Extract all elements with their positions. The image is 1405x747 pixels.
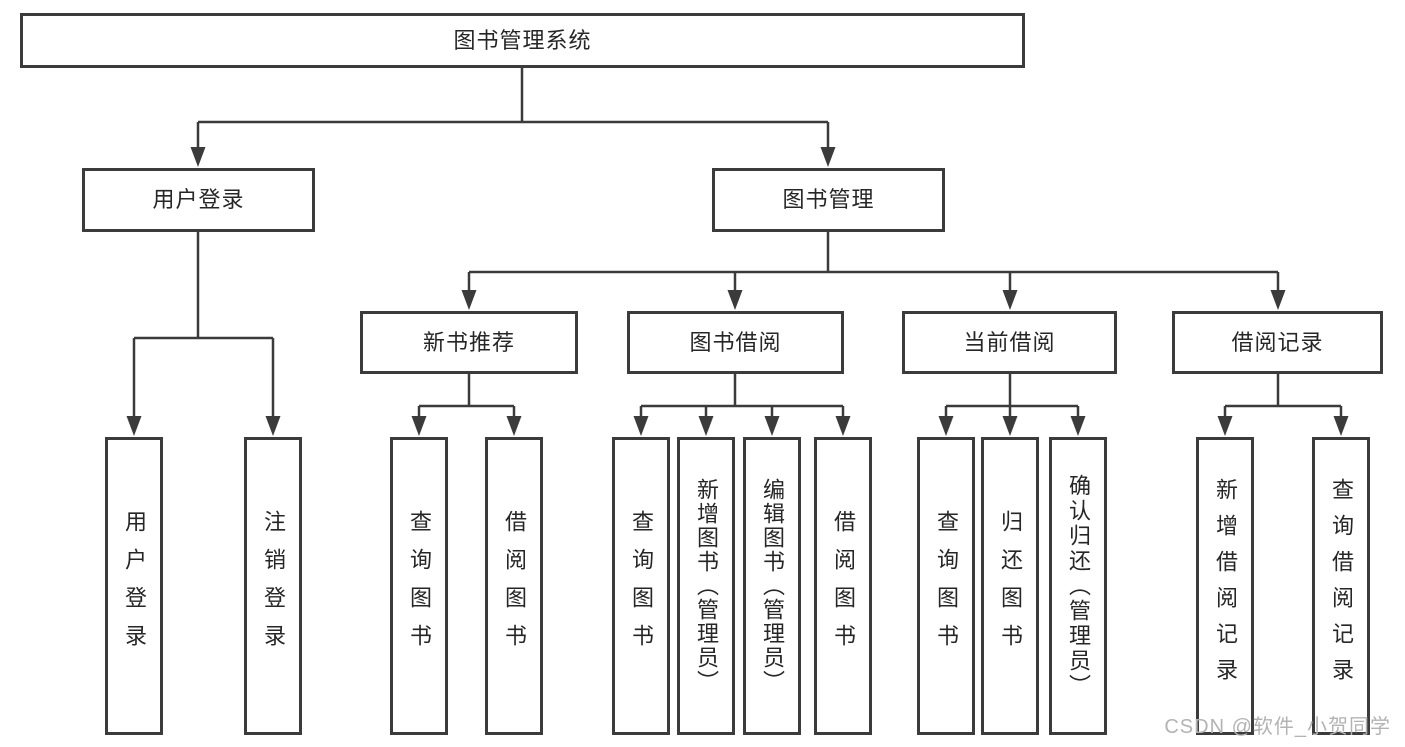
node-user-login-action: 用户登录 (105, 437, 163, 735)
node-label: 查询借阅记录 (1329, 478, 1354, 694)
node-logout-action: 注销登录 (244, 437, 302, 735)
node-add-borrow-record: 新增借阅记录 (1196, 437, 1254, 735)
node-label: 新增图书（管理员） (694, 478, 719, 694)
node-book-borrow: 图书借阅 (627, 311, 844, 374)
node-query-books-borrow: 查询图书 (612, 437, 670, 735)
node-add-book-admin: 新增图书（管理员） (677, 437, 735, 735)
node-return-book: 归还图书 (981, 437, 1039, 735)
node-current-borrow: 当前借阅 (902, 311, 1117, 374)
node-query-borrow-record: 查询借阅记录 (1312, 437, 1370, 735)
node-borrow-records: 借阅记录 (1172, 311, 1383, 374)
node-label: 新增借阅记录 (1213, 478, 1238, 694)
node-label: 确认归还（管理员） (1066, 473, 1091, 699)
node-label: 编辑图书（管理员） (760, 478, 785, 694)
node-label: 新书推荐 (422, 329, 515, 355)
node-confirm-return-admin: 确认归还（管理员） (1049, 437, 1107, 735)
csdn-watermark: CSDN @软件_小贺同学 (1164, 716, 1391, 738)
node-label: 当前借阅 (963, 329, 1056, 355)
node-book-management: 图书管理 (712, 168, 945, 232)
node-label: 借阅图书 (831, 510, 856, 662)
node-label: 借阅图书 (502, 510, 527, 662)
node-label: 图书借阅 (689, 329, 782, 355)
node-borrow-books-recommend: 借阅图书 (485, 437, 543, 735)
node-label: 归还图书 (998, 510, 1023, 662)
node-query-books-current: 查询图书 (917, 437, 975, 735)
node-new-book-recommend: 新书推荐 (360, 311, 578, 374)
node-user-login: 用户登录 (82, 168, 315, 232)
node-label: 用户登录 (152, 187, 245, 212)
node-label: 注销登录 (261, 510, 286, 662)
node-label: 图书管理系统 (453, 27, 592, 53)
node-label: 查询图书 (629, 510, 654, 662)
node-label: 图书管理 (782, 187, 875, 212)
node-query-books-recommend: 查询图书 (390, 437, 448, 735)
node-borrow-books-action: 借阅图书 (814, 437, 872, 735)
node-library-system: 图书管理系统 (20, 13, 1025, 68)
node-label: 查询图书 (407, 510, 432, 662)
node-label: 借阅记录 (1231, 329, 1324, 355)
node-edit-book-admin: 编辑图书（管理员） (743, 437, 801, 735)
node-label: 查询图书 (934, 510, 959, 662)
node-label: 用户登录 (122, 510, 147, 662)
